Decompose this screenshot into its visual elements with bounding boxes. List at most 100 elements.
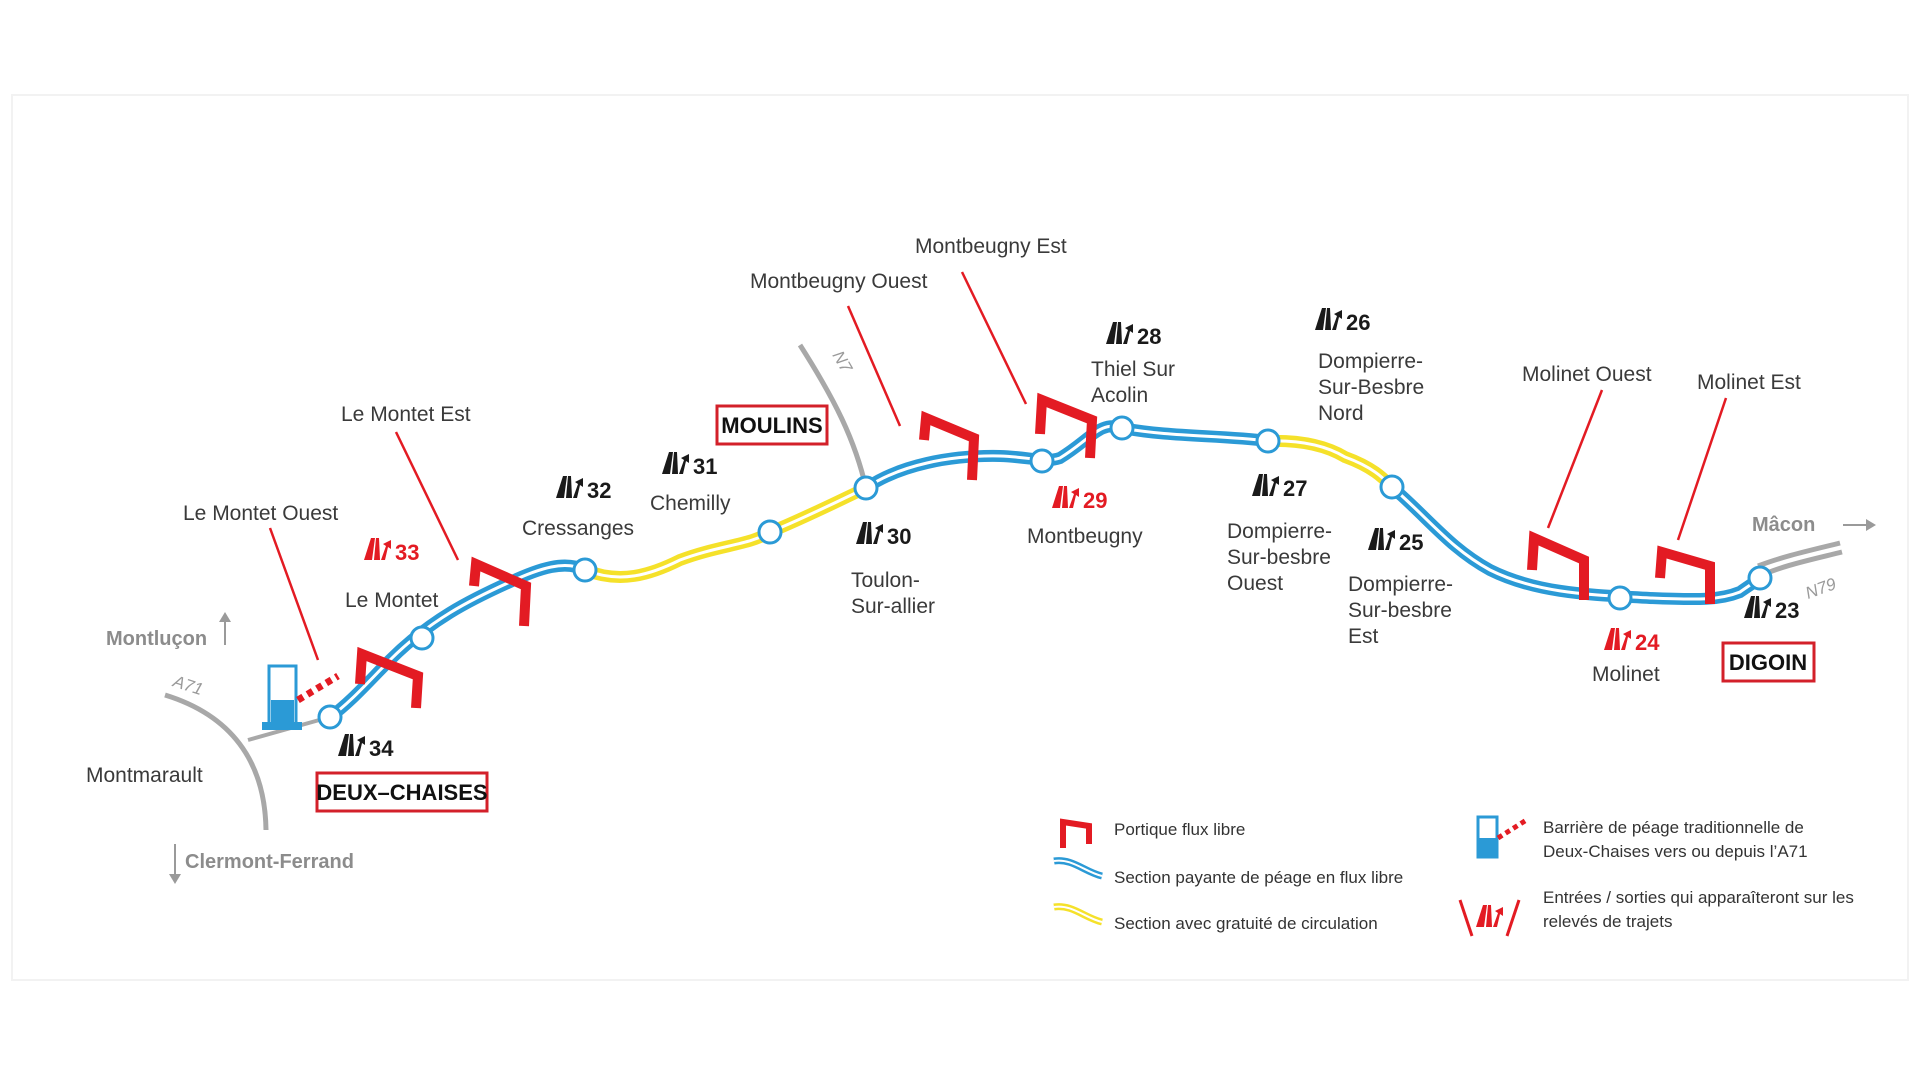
svg-text:Barrière de péage traditionnel: Barrière de péage traditionnelle de	[1543, 818, 1804, 837]
road-label-n79: N79	[1803, 574, 1839, 603]
svg-text:Mâcon: Mâcon	[1752, 514, 1815, 536]
exit-number-31: 31	[693, 454, 717, 479]
svg-text:Entrées / sorties qui apparaît: Entrées / sorties qui apparaîteront sur …	[1543, 888, 1854, 907]
road-label-a71: A71	[170, 671, 206, 699]
svg-text:DEUX–CHAISES: DEUX–CHAISES	[316, 780, 487, 805]
exit-number-33: 33	[395, 540, 419, 565]
exit-icon-31	[662, 452, 689, 474]
city-sign-moulins: MOULINS	[715, 404, 829, 446]
direction-montlucon: Montluçon	[106, 612, 231, 650]
gantry-label-montbeugny-ouest: Montbeugny Ouest	[750, 270, 928, 293]
exit-icon-33	[364, 538, 391, 560]
svg-text:Section payante de péage en fl: Section payante de péage en flux libre	[1114, 868, 1403, 887]
gantry-leader-line-4	[960, 271, 1028, 405]
exit-icon-25	[1368, 528, 1395, 550]
exit-number-25: 25	[1399, 530, 1423, 555]
exit-number-28: 28	[1137, 324, 1161, 349]
interchange-node-8	[1255, 428, 1281, 454]
legend: Portique flux libre Section payante de p…	[1053, 815, 1854, 937]
exit-icon-29	[1052, 486, 1079, 508]
exit-icon-27	[1252, 474, 1279, 496]
interchange-node-4	[757, 519, 783, 545]
exit-icon-23	[1744, 596, 1771, 618]
exit-number-27: 27	[1283, 476, 1307, 501]
svg-text:Portique flux libre: Portique flux libre	[1114, 820, 1245, 839]
gantry-label-molinet-ouest: Molinet Ouest	[1522, 363, 1652, 386]
n7-road	[797, 343, 869, 489]
interchange-node-1	[317, 704, 343, 730]
gantry-leader-line-2	[394, 431, 460, 561]
interchange-node-5	[853, 475, 879, 501]
svg-text:Montluçon: Montluçon	[106, 628, 207, 650]
exit-number-26: 26	[1346, 310, 1370, 335]
exit-number-34: 34	[369, 736, 394, 761]
exit-number-29: 29	[1083, 488, 1107, 513]
svg-text:MOULINS: MOULINS	[721, 413, 822, 438]
exit-name-25: Dompierre- Sur-besbre Est	[1348, 573, 1459, 648]
exit-number-30: 30	[887, 524, 911, 549]
exit-number-24: 24	[1635, 630, 1660, 655]
gantry-leader-line-5	[1546, 389, 1604, 529]
motorway-route	[317, 415, 1773, 730]
gantry-label-le-montet-est: Le Montet Est	[341, 403, 471, 426]
exit-name-24: Molinet	[1592, 663, 1660, 686]
gantry-shape-6	[1655, 545, 1715, 604]
svg-text:Section avec gratuité de circu: Section avec gratuité de circulation	[1114, 914, 1378, 933]
interchange-node-10	[1607, 585, 1633, 611]
motorway-segment-centerline-1	[329, 564, 586, 719]
exit-icon-26	[1315, 308, 1342, 330]
gantry-shape-5	[1527, 530, 1589, 600]
city-sign-deux-chaises: DEUX–CHAISES	[315, 771, 489, 813]
gantry-shape-1	[355, 646, 424, 709]
interchange-node-6	[1029, 448, 1055, 474]
gantry-shape-3	[919, 410, 980, 481]
gantry-shape-2	[469, 556, 532, 627]
exit-number-23: 23	[1775, 598, 1799, 623]
svg-text:DIGOIN: DIGOIN	[1729, 650, 1807, 675]
exit-icon-32	[556, 476, 583, 498]
legend-item-free-section: Section avec gratuité de circulation	[1053, 903, 1378, 933]
exit-name-26: Dompierre- Sur-Besbre Nord	[1318, 350, 1430, 425]
gantries	[268, 271, 1728, 709]
gantry-label-le-montet-ouest: Le Montet Ouest	[183, 502, 338, 525]
exit-name-29: Montbeugny	[1027, 525, 1143, 548]
exit-icon-30	[856, 522, 883, 544]
direction-macon: Mâcon	[1752, 514, 1876, 536]
city-sign-digoin: DIGOIN	[1721, 641, 1816, 683]
road-label-n7: N7	[829, 348, 857, 377]
legend-item-toll-barrier: Barrière de péage traditionnelle de Deux…	[1476, 815, 1808, 861]
interchange-node-9	[1379, 474, 1405, 500]
direction-clermont: Clermont-Ferrand	[169, 844, 354, 884]
gantry-leader-line-1	[268, 527, 320, 661]
exit-name-31: Chemilly	[650, 492, 731, 515]
exit-name-30: Toulon- Sur-allier	[851, 569, 935, 618]
legend-item-exits: Entrées / sorties qui apparaîteront sur …	[1458, 888, 1854, 937]
toll-barrier-icon	[262, 664, 340, 730]
legend-item-toll-section: Section payante de péage en flux libre	[1053, 857, 1403, 887]
legend-item-gantry: Portique flux libre	[1060, 818, 1245, 848]
svg-text:Clermont-Ferrand: Clermont-Ferrand	[185, 851, 354, 873]
legend-exit-icon	[1476, 905, 1503, 927]
svg-text:Deux-Chaises vers ou depuis l’: Deux-Chaises vers ou depuis l’A71	[1543, 842, 1808, 861]
exit-name-27: Dompierre- Sur-besbre Ouest	[1227, 520, 1338, 595]
gantry-label-montbeugny-est: Montbeugny Est	[915, 235, 1067, 258]
gantry-leader-line-6	[1676, 397, 1728, 541]
exit-icon-24	[1604, 628, 1631, 650]
interchange-node-3	[572, 557, 598, 583]
svg-text:relevés de trajets: relevés de trajets	[1543, 912, 1672, 931]
exit-number-32: 32	[587, 478, 611, 503]
motorway-segment-centerline-2	[584, 486, 867, 579]
gantry-shape-4	[1035, 392, 1098, 459]
interchange-node-11	[1747, 565, 1773, 591]
exit-name-33: Le Montet	[345, 589, 439, 612]
motorway-segment-centerline-3	[865, 424, 1269, 490]
interchange-node-2	[409, 625, 435, 651]
map-panel	[11, 94, 1909, 981]
exit-name-32: Cressanges	[522, 517, 634, 540]
exit-name-28: Thiel Sur Acolin	[1091, 358, 1181, 407]
exit-icon-28	[1106, 322, 1133, 344]
place-montmarault: Montmarault	[86, 764, 203, 787]
gantry-label-molinet-est: Molinet Est	[1697, 371, 1801, 394]
interchange-node-7	[1109, 415, 1135, 441]
